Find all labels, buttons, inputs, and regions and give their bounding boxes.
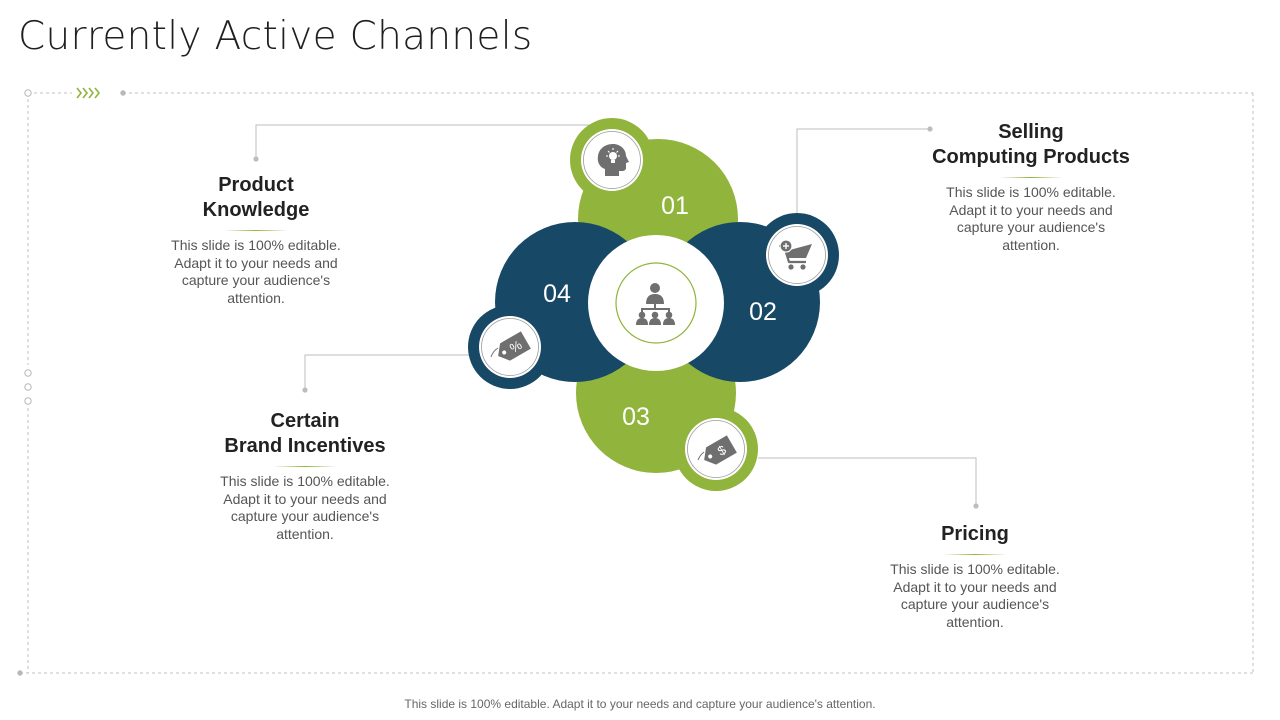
- channel-description: This slide is 100% editable. Adapt it to…: [946, 184, 1116, 253]
- channel-block-02: Selling Computing Products This slide is…: [911, 120, 1151, 254]
- badge-01: [570, 118, 654, 202]
- page-title: Currently Active Channels: [18, 14, 533, 59]
- petal-number-04: 04: [543, 280, 571, 308]
- petal-number-02: 02: [749, 298, 777, 326]
- center-hub: [588, 235, 724, 371]
- channel-description: This slide is 100% editable. Adapt it to…: [890, 561, 1060, 630]
- hierarchy-people-icon: [636, 283, 675, 325]
- channel-block-03: Pricing This slide is 100% editable. Ada…: [855, 522, 1095, 631]
- connector-dots: [253, 126, 979, 509]
- badge-02: [755, 213, 839, 297]
- heading-underline: [999, 177, 1063, 178]
- channel-heading: Pricing: [941, 523, 1009, 545]
- petal-number-01: 01: [661, 192, 689, 220]
- channel-description: This slide is 100% editable. Adapt it to…: [220, 473, 390, 542]
- badge-03: $: [674, 407, 758, 491]
- badge-04: %: [468, 305, 552, 389]
- frame-dots: [17, 89, 126, 676]
- channel-block-01: Product Knowledge This slide is 100% edi…: [136, 173, 376, 307]
- heading-underline: [224, 230, 288, 231]
- discount-tag-icon: %: [498, 331, 531, 361]
- chevrons-decor-icon: [76, 87, 101, 99]
- shopping-cart-icon: [779, 239, 812, 270]
- head-lightbulb-icon: [597, 144, 629, 176]
- heading-underline: [273, 466, 337, 467]
- channel-heading: Certain Brand Incentives: [224, 410, 386, 457]
- heading-underline: [943, 554, 1007, 555]
- connector-lines: [255, 124, 977, 506]
- dashed-frame: [20, 92, 1254, 674]
- channel-heading: Product Knowledge: [202, 174, 310, 221]
- footer-note: This slide is 100% editable. Adapt it to…: [404, 697, 876, 711]
- channel-description: This slide is 100% editable. Adapt it to…: [171, 237, 341, 306]
- channel-heading: Selling Computing Products: [932, 121, 1130, 168]
- petal-number-03: 03: [622, 403, 650, 431]
- price-tag-icon: $: [704, 435, 737, 465]
- channel-block-04: Certain Brand Incentives This slide is 1…: [185, 409, 425, 543]
